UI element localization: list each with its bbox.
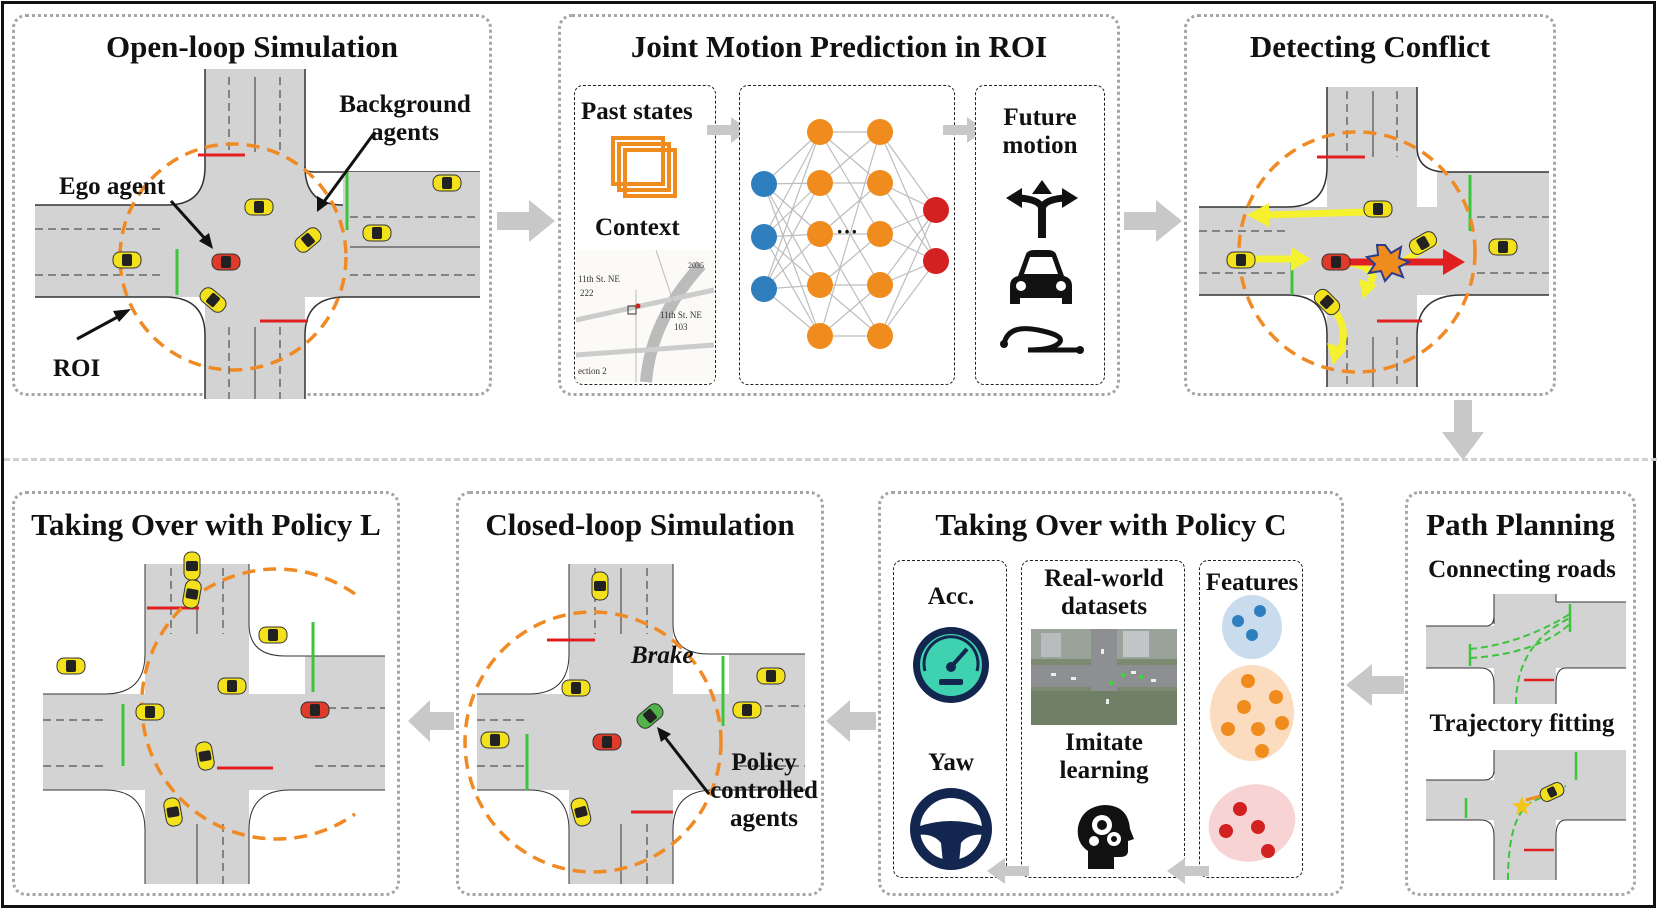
trajectory-fitting-label: Trajectory fitting <box>1429 710 1615 737</box>
panel-policy-c: Taking Over with Policy C Acc. Yaw Real-… <box>878 491 1344 896</box>
ego-car <box>300 701 330 719</box>
vehicles <box>112 174 462 313</box>
flow-arrow-small <box>1167 858 1209 884</box>
svg-text:11th St. NE: 11th St. NE <box>660 310 702 320</box>
output-box: Future motion <box>975 85 1105 385</box>
svg-text:103: 103 <box>674 322 688 332</box>
svg-text:2035: 2035 <box>688 261 704 270</box>
flow-arrow-down <box>1442 400 1484 460</box>
future-motion-label: Future motion <box>1002 104 1078 159</box>
flow-arrow-4 <box>826 700 876 742</box>
policy-controlled-label: Policy controlled agents <box>710 749 818 832</box>
panel-title: Taking Over with Policy C <box>935 507 1287 542</box>
intersection-open-loop <box>35 69 480 399</box>
head-gears-icon <box>1077 805 1134 869</box>
ego-agent-label: Ego agent <box>59 173 166 200</box>
ellipsis-label: ··· <box>836 219 859 244</box>
acc-label: Acc. <box>927 583 975 610</box>
star-icon <box>1512 796 1532 815</box>
imitate-learning-label: Imitate learning <box>1059 729 1149 784</box>
panel-title: Taking Over with Policy L <box>31 507 381 542</box>
past-states-label: Past states <box>581 98 693 125</box>
flow-arrow-small <box>943 117 985 143</box>
panel-detecting-conflict: Detecting Conflict <box>1184 14 1556 396</box>
features-label: Features <box>1205 569 1299 596</box>
roi-label: ROI <box>53 355 101 382</box>
collision-icon <box>1364 244 1412 283</box>
car-icon <box>1010 250 1072 304</box>
split-arrow-icon <box>1006 180 1078 238</box>
flow-arrow-1 <box>497 200 555 242</box>
aerial-photo <box>1031 629 1177 725</box>
panel-title: Detecting Conflict <box>1249 29 1491 64</box>
real-world-label: Real-world datasets <box>1044 565 1164 620</box>
svg-text:ection 2: ection 2 <box>578 366 607 376</box>
layers-icon <box>611 136 677 198</box>
panel-title: Closed-loop Simulation <box>485 507 795 542</box>
features-box: Features <box>1199 560 1303 878</box>
policy-controlled-car <box>636 703 664 729</box>
ego-car <box>592 733 622 751</box>
network-box: ··· <box>739 85 955 385</box>
ego-car <box>211 253 241 271</box>
curvy-road-icon <box>1000 326 1084 354</box>
row-separator <box>4 458 1657 461</box>
panel-policy-l: Taking Over with Policy L <box>12 491 400 896</box>
closed-loop-scene <box>463 564 805 884</box>
map-icon: 11th St. NE 222 11th St. NE 103 2035 ect… <box>575 249 715 383</box>
map-text: 11th St. NE <box>578 274 620 284</box>
panel-joint-motion: Joint Motion Prediction in ROI Past stat… <box>558 14 1120 396</box>
speedometer-icon <box>913 627 989 703</box>
background-agents-label: Background agents <box>339 91 471 146</box>
roi-circle <box>1237 130 1477 374</box>
brake-label: Brake <box>631 642 694 669</box>
input-box: Past states Context 11th St. NE 222 11th… <box>574 85 716 385</box>
context-label: Context <box>595 214 680 241</box>
flow-arrow-3 <box>1346 664 1404 706</box>
neural-network <box>751 119 949 349</box>
connecting-roads-label: Connecting roads <box>1428 556 1616 583</box>
action-box: Acc. Yaw <box>893 560 1007 878</box>
flow-arrow-small <box>987 858 1029 884</box>
roi-circle <box>118 142 348 372</box>
policy-l-scene <box>43 551 385 884</box>
panel-closed-loop: Closed-loop Simulation Brak <box>456 491 824 896</box>
panel-open-loop: Open-loop Simulation <box>12 14 492 399</box>
panel-title: Open-loop Simulation <box>106 29 398 64</box>
trajectory-fitting-scene <box>1426 750 1626 881</box>
panel-title: Joint Motion Prediction in ROI <box>630 29 1048 64</box>
feature-clusters <box>1208 595 1296 862</box>
flow-arrow-5 <box>408 700 454 742</box>
connecting-roads-scene <box>1426 594 1626 705</box>
panel-path-planning: Path Planning Connecting roads Trajector… <box>1405 491 1636 896</box>
flow-arrow-small <box>707 117 749 143</box>
roi-circle <box>463 610 723 874</box>
panel-title: Path Planning <box>1426 507 1615 542</box>
steering-wheel-icon <box>910 788 992 870</box>
conflict-scene <box>1199 87 1549 387</box>
svg-text:222: 222 <box>580 288 594 298</box>
flow-arrow-2 <box>1124 200 1182 242</box>
dataset-box: Real-world datasets Imitate learning <box>1021 560 1185 878</box>
yaw-label: Yaw <box>928 749 974 776</box>
roads <box>35 69 480 399</box>
